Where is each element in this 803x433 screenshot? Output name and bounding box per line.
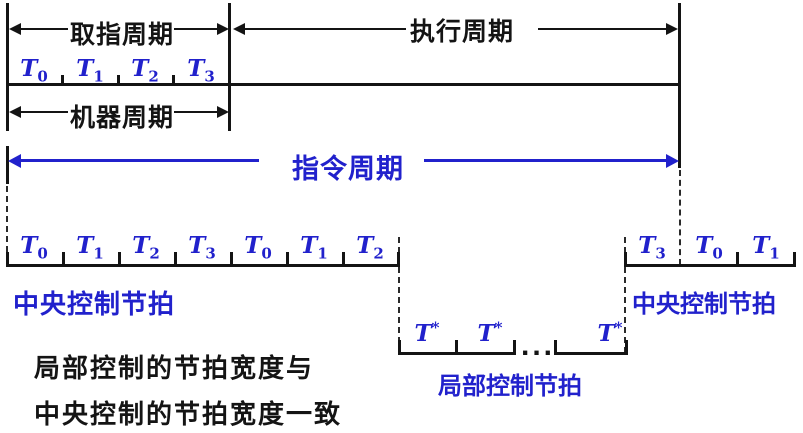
- tick-mark: [793, 252, 796, 265]
- local-beat-label: T*: [597, 318, 623, 347]
- exec-arrow-left-icon: [233, 23, 245, 35]
- tick-mark: [118, 252, 121, 265]
- instruction-arrow-shaft: [424, 159, 668, 162]
- beat-label: T1: [300, 232, 328, 263]
- beat-label: T0: [695, 232, 723, 263]
- boundary-line-left: [6, 3, 9, 131]
- beat-label: T2: [132, 232, 160, 263]
- fetch-arrow-shaft: [18, 28, 68, 30]
- fetch-arrow-right-icon: [217, 23, 229, 35]
- dashed-connector: [679, 170, 681, 265]
- central-beats-caption-right: 中央控制节拍: [632, 291, 776, 318]
- machine-arrow-right-icon: [217, 106, 229, 118]
- tick-mark: [455, 340, 458, 353]
- local-beat-label: T*: [477, 318, 503, 347]
- beat-label: T1: [76, 55, 104, 86]
- exec-arrow-shaft: [538, 28, 668, 30]
- dashed-connector: [6, 186, 8, 252]
- machine-arrow-shaft: [18, 111, 68, 113]
- exec-cycle-label: 执行周期: [410, 18, 515, 46]
- local-timeline-segment: [554, 352, 628, 355]
- boundary-line-middle: [228, 3, 231, 131]
- instruction-cycle-label: 指令周期: [292, 154, 404, 184]
- local-timeline-segment: [398, 352, 516, 355]
- tick-mark: [397, 252, 400, 265]
- tick-mark: [6, 252, 9, 265]
- machine-cycle-label: 机器周期: [70, 104, 175, 132]
- tick-mark: [625, 340, 628, 353]
- machine-arrow-shaft: [174, 111, 219, 113]
- instruction-arrow-left-icon: [8, 154, 21, 168]
- beat-label: T3: [638, 232, 666, 263]
- tick-mark: [172, 75, 175, 84]
- beat-label: T2: [356, 232, 384, 263]
- instruction-arrow-right-icon: [666, 154, 679, 168]
- note-line-1: 局部控制的节拍宽度与: [34, 354, 315, 383]
- beat-label: T3: [188, 232, 216, 263]
- beat-label: T2: [131, 55, 159, 86]
- dashed-connector: [398, 237, 400, 353]
- tick-mark: [62, 252, 65, 265]
- beat-label: T1: [752, 232, 780, 263]
- instruction-left-boundary: [6, 146, 9, 184]
- dashed-connector: [624, 237, 626, 353]
- exec-arrow-right-icon: [666, 23, 678, 35]
- tick-mark: [624, 252, 627, 265]
- beat-label: T0: [20, 232, 48, 263]
- note-line-2: 中央控制的节拍宽度一致: [34, 400, 343, 429]
- central-left-timeline: [6, 264, 400, 267]
- tick-mark: [61, 75, 64, 84]
- beat-label: T0: [20, 55, 48, 86]
- fetch-arrow-shaft: [174, 28, 219, 30]
- central-beats-caption-left: 中央控制节拍: [13, 289, 176, 319]
- fetch-arrow-left-icon: [9, 23, 21, 35]
- tick-mark: [174, 252, 177, 265]
- tick-mark: [554, 340, 557, 353]
- tick-mark: [398, 340, 401, 353]
- local-beat-label: T*: [414, 318, 440, 347]
- beat-label: T3: [187, 55, 215, 86]
- tick-mark: [286, 252, 289, 265]
- exec-arrow-shaft: [242, 28, 406, 30]
- tick-mark: [736, 252, 739, 265]
- tick-mark: [230, 252, 233, 265]
- local-beats-caption: 局部控制节拍: [438, 373, 582, 400]
- fetch-cycle-label: 取指周期: [70, 21, 175, 49]
- beat-label: T1: [76, 232, 104, 263]
- central-right-timeline: [624, 264, 796, 267]
- machine-arrow-left-icon: [9, 106, 21, 118]
- tick-mark: [513, 340, 516, 353]
- tick-mark: [117, 75, 120, 84]
- ellipsis: ...: [521, 329, 556, 362]
- instruction-arrow-shaft: [19, 159, 259, 162]
- beat-label: T0: [244, 232, 272, 263]
- tick-mark: [342, 252, 345, 265]
- main-timeline: [6, 83, 681, 86]
